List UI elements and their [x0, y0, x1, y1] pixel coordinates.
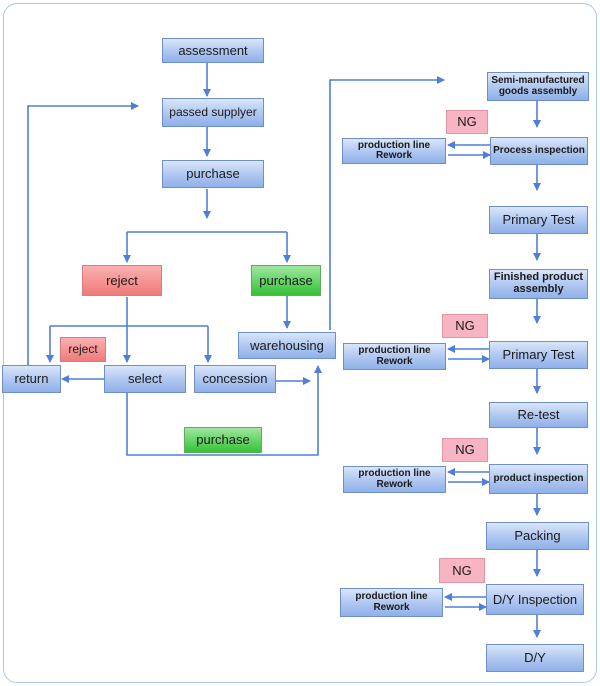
product-inspection-box: product inspection — [489, 464, 588, 494]
dy-inspection-box: D/Y Inspection — [486, 584, 584, 615]
purchase-box: purchase — [162, 160, 264, 188]
ng-box-2: NG — [442, 314, 488, 338]
ng-box-3: NG — [442, 438, 488, 462]
ng-box-4: NG — [439, 558, 485, 583]
process-inspection-box: Process inspection — [490, 137, 588, 165]
primary-test-box-2: Primary Test — [489, 341, 588, 369]
rework-box-3: production line Rework — [343, 466, 446, 493]
return-box: return — [2, 365, 61, 393]
rework-box-4: production line Rework — [340, 588, 443, 617]
arrow-warehousing-to-semi-assembly — [329, 76, 445, 330]
retest-box: Re-test — [489, 402, 588, 428]
arrow-select-to-warehousing — [126, 365, 322, 456]
primary-test-box-1: Primary Test — [489, 206, 588, 234]
packing-box: Packing — [486, 522, 589, 550]
semi-manufactured-assembly-box: Semi-manufactured goods assembly — [487, 72, 589, 101]
ng-box-1: NG — [446, 110, 488, 134]
rework-box-2: production line Rework — [343, 343, 446, 370]
assessment-box: assessment — [162, 38, 264, 63]
dy-box: D/Y — [486, 644, 584, 672]
reject-box: reject — [82, 265, 162, 296]
rework-box-1: production line Rework — [342, 138, 446, 164]
select-box: select — [104, 365, 186, 393]
finished-product-assembly-box: Finished product assembly — [489, 269, 588, 299]
concession-box: concession — [194, 365, 276, 393]
warehousing-box: warehousing — [238, 332, 336, 359]
purchase-green-box: purchase — [251, 265, 321, 296]
reject-small-box: reject — [60, 337, 106, 362]
arrow-return-to-passed-supplier — [27, 102, 139, 365]
purchase-green-box-2: purchase — [184, 427, 262, 453]
passed-supplier-box: passed supplyer — [162, 98, 264, 127]
